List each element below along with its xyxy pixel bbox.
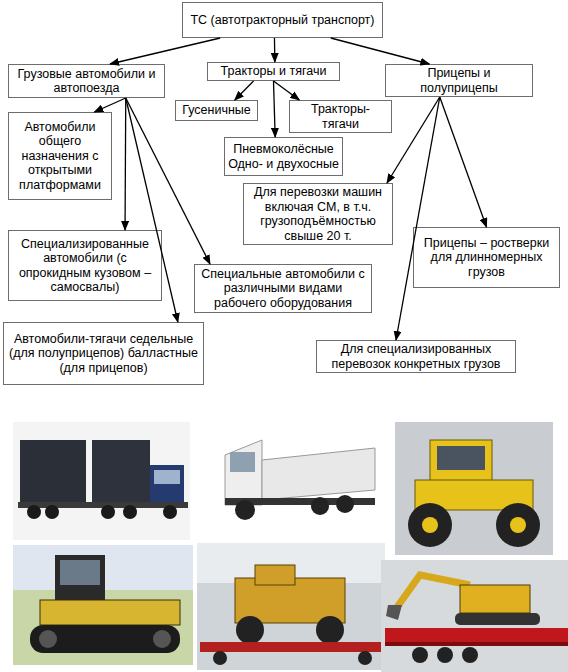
wheeled-tractor-photo [395, 422, 553, 555]
category-box: Для перевозки машин включая СМ, в т.ч. г… [243, 183, 393, 245]
arrow-connector [94, 98, 125, 112]
arrow-connector [274, 81, 276, 137]
flatbed-truck-photo [205, 420, 385, 530]
arrow-connector [126, 98, 210, 264]
box-label: Тракторы-тягачи [293, 102, 388, 131]
category-box: Специальные автомобили с различными вида… [194, 264, 372, 313]
category-box: Автомобили общего назначения с открытыми… [8, 112, 112, 200]
arrow-connector [387, 97, 440, 183]
category-box: Прицепы – ростверки для длинномерных гру… [413, 227, 560, 288]
arrow-connector [110, 38, 220, 64]
category-box: Тракторы и тягачи [207, 62, 340, 81]
box-label: Специальные автомобили с различными вида… [198, 267, 368, 311]
category-box: Грузовые автомобили и автопоезда [8, 64, 165, 98]
arrow-connector [396, 97, 440, 340]
tracked-tractor-photo [13, 545, 193, 665]
box-label: ТС (автотракторный транспорт) [190, 13, 374, 28]
category-box: Гусеничные [175, 100, 258, 121]
category-box: Специализированные автомобили (с опрокид… [8, 230, 162, 301]
arrow-connector [126, 98, 178, 322]
excavator-trailer-photo [381, 560, 568, 672]
box-label: Пневмоколёсные Одно- и двухосные [228, 142, 339, 171]
arrow-connector [274, 81, 300, 100]
category-box: Для специализированных перевозок конкрет… [316, 340, 516, 373]
box-label: Автомобили-тягачи седельные (для полупри… [7, 332, 200, 376]
box-label: Для перевозки машин включая СМ, в т.ч. г… [247, 185, 389, 243]
arrow-connector [331, 38, 430, 64]
arrow-connector [440, 97, 487, 227]
box-label: Грузовые автомобили и автопоезда [12, 67, 161, 96]
box-label: Прицепы – ростверки для длинномерных гру… [417, 236, 556, 280]
category-box: Прицепы и полуприцепы [385, 64, 533, 97]
category-box: Пневмоколёсные Одно- и двухосные [224, 137, 343, 176]
arrow-connector [274, 38, 276, 62]
box-label: Автомобили общего назначения с открытыми… [12, 120, 108, 193]
box-label: Для специализированных перевозок конкрет… [320, 342, 512, 371]
box-label: Тракторы и тягачи [221, 64, 327, 79]
arrow-connector [124, 98, 126, 230]
truck-trailer-photo [13, 422, 190, 540]
box-label: Гусеничные [182, 103, 250, 118]
box-label: Прицепы и полуприцепы [389, 66, 529, 95]
category-box: Тракторы-тягачи [289, 100, 392, 133]
arrow-connector [235, 81, 254, 100]
box-label: Специализированные автомобили (с опрокид… [12, 237, 158, 295]
category-box: ТС (автотракторный транспорт) [182, 2, 383, 38]
category-box: Автомобили-тягачи седельные (для полупри… [3, 322, 204, 385]
crane-trailer-photo [197, 543, 385, 670]
